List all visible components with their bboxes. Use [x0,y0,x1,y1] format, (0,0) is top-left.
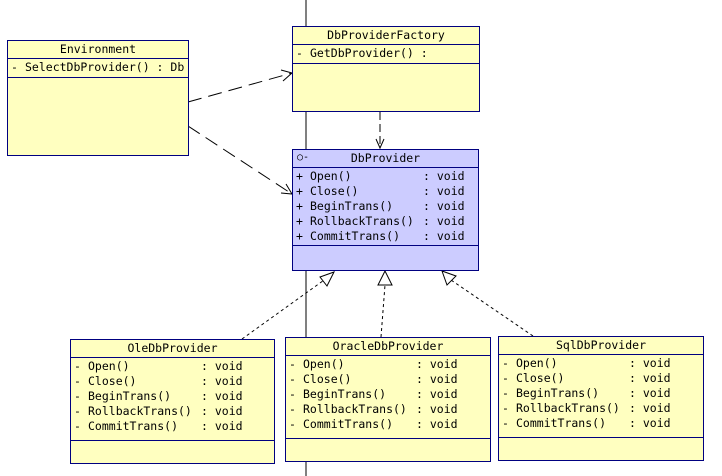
dependency-env-factory [187,72,293,103]
arrowhead-factory-dbprovider [375,138,385,150]
triangle-sql [441,270,457,286]
operation-row[interactable]: -Open(): void [289,357,458,371]
class-environment-operations: -SelectDbProvider() : Db [8,59,188,78]
class-oracledbprovider-title: OracleDbProvider [286,338,490,356]
class-oracledbprovider-operations: -Open(): void -Close(): void -BeginTrans… [286,356,490,439]
realization-ole [241,277,328,340]
class-sqldbprovider[interactable]: SqlDbProvider -Open(): void -Close(): vo… [498,336,704,461]
class-sqldbprovider-title: SqlDbProvider [499,337,703,355]
interface-lollipop-icon: ○- [297,152,310,163]
arrowhead-env-dbprovider [280,183,293,195]
class-oracledbprovider[interactable]: OracleDbProvider -Open(): void -Close():… [285,337,491,462]
realization-sql [450,279,534,337]
triangle-oracle [377,269,393,286]
operation-row[interactable]: -BeginTrans(): void [289,387,458,401]
operation-row[interactable]: +BeginTrans(): void [296,199,465,213]
operation-row[interactable]: -GetDbProvider() : [296,46,428,60]
class-dbproviderfactory-title: DbProviderFactory [293,27,479,45]
operation-row[interactable]: +RollbackTrans(): void [296,214,465,228]
class-dbproviderfactory[interactable]: DbProviderFactory -GetDbProvider() : [292,26,480,112]
class-dbprovider[interactable]: ○- DbProvider +Open(): void +Close(): vo… [292,149,479,271]
triangle-ole [319,271,336,287]
class-sqldbprovider-operations: -Open(): void -Close(): void -BeginTrans… [499,355,703,438]
class-dbprovider-operations: +Open(): void +Close(): void +BeginTrans… [293,168,478,246]
operation-row[interactable]: -BeginTrans(): void [74,389,243,403]
dependency-env-dbprovider [187,125,293,195]
class-dbprovider-name: DbProvider [350,151,421,165]
operation-row[interactable]: -Open(): void [502,356,671,370]
operation-row[interactable]: -BeginTrans(): void [502,386,671,400]
realization-oracle [380,284,386,338]
operation-row[interactable]: -Close(): void [502,371,671,385]
operation-row[interactable]: -RollbackTrans(): void [74,404,243,418]
operation-row[interactable]: -Open(): void [74,359,243,373]
class-environment[interactable]: Environment -SelectDbProvider() : Db [7,40,189,156]
operation-row[interactable]: -SelectDbProvider() : Db [11,60,185,74]
class-environment-title: Environment [8,41,188,59]
operation-row[interactable]: -CommitTrans(): void [502,416,671,430]
operation-row[interactable]: +Close(): void [296,184,465,198]
class-dbprovider-title: ○- DbProvider [293,150,478,168]
operation-row[interactable]: -CommitTrans(): void [74,419,243,433]
class-dbproviderfactory-operations: -GetDbProvider() : [293,45,479,64]
operation-row[interactable]: -RollbackTrans(): void [502,401,671,415]
class-oledbprovider-title: OleDbProvider [71,340,274,358]
operation-row[interactable]: -CommitTrans(): void [289,417,458,431]
operation-row[interactable]: -Close(): void [74,374,243,388]
class-oledbprovider-operations: -Open(): void -Close(): void -BeginTrans… [71,358,274,441]
class-oledbprovider[interactable]: OleDbProvider -Open(): void -Close(): vo… [70,339,275,464]
operation-row[interactable]: +CommitTrans(): void [296,229,465,243]
arrowhead-env-factory [280,69,294,82]
operation-row[interactable]: -RollbackTrans(): void [289,402,458,416]
operation-row[interactable]: -Close(): void [289,372,458,386]
operation-row[interactable]: +Open(): void [296,169,465,183]
